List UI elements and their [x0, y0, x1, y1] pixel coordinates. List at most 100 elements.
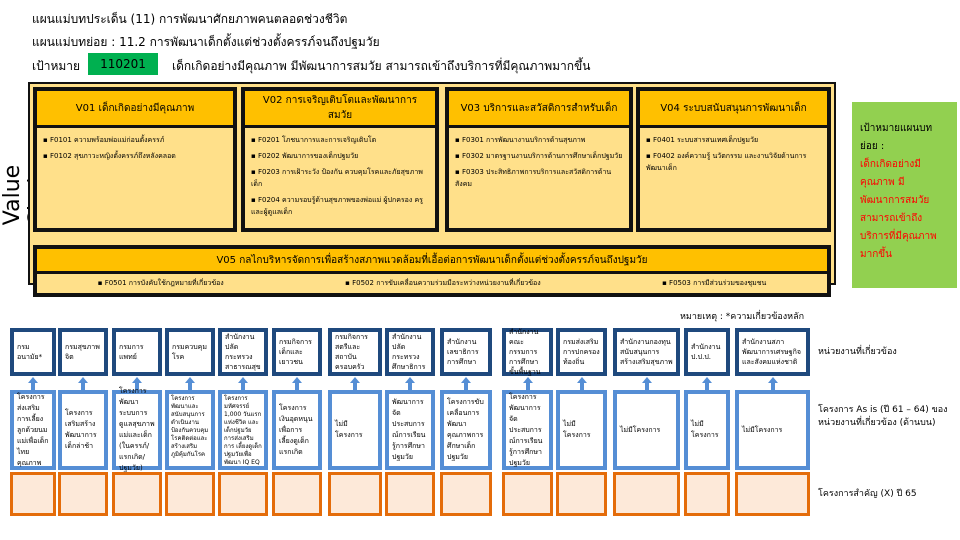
project-name: ไม่มีโครงการ — [335, 420, 363, 439]
arrow-up-icon — [461, 377, 471, 390]
f0402: F0402 องค์ความรู้ นวัตกรรม และงานวิจัยด้… — [646, 150, 821, 174]
project-name: โครงการพัฒนาระบบการดูแลสุขภาพแม่และเด็ก … — [119, 387, 155, 472]
v05-cell: V05 กลไกบริหารจัดการเพื่อสร้างสภาพแวดล้อ… — [33, 245, 831, 297]
subplan-title: แผนแม่บทย่อย : 11.2 การพัฒนาเด็กตั้งแต่ช… — [32, 35, 380, 49]
key-project-box[interactable] — [613, 472, 680, 516]
v01-cell: V01 เด็กเกิดอย่างมีคุณภาพ F0101 ความพร้อ… — [33, 87, 237, 232]
f0201: F0201 โภชนาการและการเจริญเติบโต — [251, 134, 429, 146]
agency-box: กรมสุขภาพจิต — [58, 328, 108, 376]
key-project-box[interactable] — [735, 472, 810, 516]
project-name: โครงการพัฒนาการจัดประสบการณ์การเรียนรู้ก… — [509, 392, 543, 467]
agency-box: สำนักงานเลขาธิการการศึกษา — [440, 328, 492, 376]
key-project-box[interactable] — [556, 472, 607, 516]
v01-title: V01 เด็กเกิดอย่างมีคุณภาพ — [37, 91, 233, 128]
agency-name: สำนักงานปลัดกระทรวงสาธารณสุข — [225, 333, 261, 371]
project-box: โครงการขับเคลื่อนการพัฒนาคุณภาพการศึกษาเ… — [440, 390, 492, 470]
project-name: ไม่มีโครงการ — [742, 425, 783, 434]
key-project-box[interactable] — [328, 472, 382, 516]
agency-name: สำนักงาน ป.ป.ป. — [691, 343, 721, 361]
arrow-up-icon — [576, 377, 587, 390]
key-project-box[interactable] — [112, 472, 162, 516]
project-box: โครงการเงินอุดหนุนเพื่อการเลี้ยงดูเด็กแร… — [272, 390, 322, 470]
f0503: F0503 การมีส่วนร่วมของชุมชน — [662, 278, 766, 289]
agency-name: สำนักงานเลขาธิการการศึกษา — [447, 338, 479, 366]
f0501: F0501 การบังคับใช้กฎหมายที่เกี่ยวข้อง — [98, 278, 224, 289]
agency-box: กรมควบคุมโรค — [165, 328, 215, 376]
project-box: ไม่มีโครงการ — [613, 390, 680, 470]
key-project-box[interactable] — [385, 472, 435, 516]
agency-name: สำนักงานสภาพัฒนาการเศรษฐกิจและสังคมแห่งช… — [742, 338, 801, 366]
arrow-up-icon — [238, 377, 248, 390]
goal-text: เด็กเกิดอย่างมีคุณภาพ มีพัฒนาการสมวัย สา… — [860, 159, 937, 260]
key-project-box[interactable] — [684, 472, 730, 516]
project-name: โครงการเงินอุดหนุนเพื่อการเลี้ยงดูเด็กแร… — [279, 403, 313, 456]
agency-name: สำนักงานคณะกรรมการการศึกษาขั้นพื้นฐาน — [509, 328, 541, 376]
arrow-up-icon — [405, 377, 415, 390]
arrow-up-icon — [132, 377, 142, 390]
arrow-up-icon — [28, 377, 38, 390]
v03-title: V03 บริการและสวัสดิการสำหรับเด็ก — [449, 91, 629, 128]
project-box: ไม่มีโครงการ — [556, 390, 607, 470]
project-box: โครงการส่งเสริมการเลี้ยงลูกด้วยนมแม่เพื่… — [10, 390, 56, 470]
agency-name: กรมการแพทย์ — [119, 343, 144, 361]
v04-title: V04 ระบบสนับสนุนการพัฒนาเด็ก — [640, 91, 827, 128]
agency-box: กรมการแพทย์ — [112, 328, 162, 376]
project-box: โครงการพัฒนาระบบการดูแลสุขภาพแม่และเด็ก … — [112, 387, 162, 472]
v03-cell: V03 บริการและสวัสดิการสำหรับเด็ก F0301 ก… — [445, 87, 633, 232]
goal-label: เป้าหมายแผนบทย่อย : — [860, 123, 933, 152]
arrow-up-icon — [78, 377, 88, 390]
agency-box: สำนักงานสภาพัฒนาการเศรษฐกิจและสังคมแห่งช… — [735, 328, 810, 376]
agency-box: สำนักงานปลัดกระทรวงสาธารณสุข — [218, 328, 268, 376]
key-project-box[interactable] — [218, 472, 268, 516]
key-project-box[interactable] — [502, 472, 553, 516]
f0101: F0101 ความพร้อมพ่อแม่ก่อนตั้งครรภ์ — [43, 134, 227, 146]
key-project-box[interactable] — [165, 472, 215, 516]
f0502: F0502 การขับเคลื่อนความร่วมมือระหว่างหน่… — [345, 278, 541, 289]
project-name: ไม่มีโครงการ — [620, 425, 661, 434]
f0303: F0303 ประสิทธิภาพการบริการและสวัสดิการด้… — [455, 166, 623, 190]
key-project-box[interactable] — [58, 472, 108, 516]
project-name: โครงการเสริมสร้างพัฒนาการเด็กล่าช้า — [65, 409, 97, 450]
agency-box: กรมอนามัย* — [10, 328, 56, 376]
project-box: โครงการพัฒนาการจัดประสบการณ์การเรียนรู้ก… — [502, 390, 553, 470]
target-label: เป้าหมาย — [32, 59, 81, 73]
agency-box: กรมกิจการเด็กและเยาวชน — [272, 328, 322, 376]
arrow-up-icon — [767, 377, 778, 390]
agency-box: สำนักงานคณะกรรมการการศึกษาขั้นพื้นฐาน — [502, 328, 553, 376]
f0102: F0102 สุขภาวะหญิงตั้งครรภ์ถึงหลังคลอด — [43, 150, 227, 162]
subplan-goal-box: เป้าหมายแผนบทย่อย : เด็กเกิดอย่างมีคุณภา… — [852, 102, 957, 288]
agency-name: กรมสุขภาพจิต — [65, 343, 100, 361]
v02-title: V02 การเจริญเติบโตและพัฒนาการสมวัย — [245, 91, 435, 128]
project-name: ไม่มีโครงการ — [563, 420, 591, 439]
key-project-box[interactable] — [10, 472, 56, 516]
arrow-up-icon — [350, 377, 360, 390]
agency-name: กรมกิจการเด็กและเยาวชน — [279, 338, 312, 366]
project-box: โครงการพัฒนาและสนับสนุนการดำเนินงานป้องก… — [165, 390, 215, 470]
agency-box: กรมส่งเสริมการปกครองท้องถิ่น — [556, 328, 607, 376]
project-box: โครงการเสริมสร้างพัฒนาการเด็กล่าช้า — [58, 390, 108, 470]
v02-cell: V02 การเจริญเติบโตและพัฒนาการสมวัย F0201… — [241, 87, 439, 232]
project-box: ไม่มีโครงการ — [684, 390, 730, 470]
key-project-box[interactable] — [440, 472, 492, 516]
arrow-up-icon — [185, 377, 195, 390]
agency-box: กรมกิจการสตรีและสถาบันครอบครัว — [328, 328, 382, 376]
plan-title: แผนแม่บทประเด็น (11) การพัฒนาศักยภาพคนตล… — [32, 12, 348, 26]
project-name: พัฒนาการจัดประสบการณ์การเรียนรู้การศึกษา… — [392, 398, 426, 461]
f0302: F0302 มาตรฐานงานบริการด้านการศึกษาเด็กปฐ… — [455, 150, 623, 162]
project-name: ไม่มีโครงการ — [691, 420, 719, 439]
f0401: F0401 ระบบสารสนเทศเด็กปฐมวัย — [646, 134, 821, 146]
agency-box: สำนักงาน ป.ป.ป. — [684, 328, 730, 376]
project-name: โครงการส่งเสริมการเลี้ยงลูกด้วยนมแม่เพื่… — [17, 392, 49, 467]
project-box: พัฒนาการจัดประสบการณ์การเรียนรู้การศึกษา… — [385, 390, 435, 470]
agency-name: กรมส่งเสริมการปกครองท้องถิ่น — [563, 338, 600, 366]
target-code-badge: 110201 — [88, 53, 158, 75]
v04-cell: V04 ระบบสนับสนุนการพัฒนาเด็ก F0401 ระบบส… — [636, 87, 831, 232]
f0204: F0204 ความรอบรู้ด้านสุขภาพของพ่อแม่ ผู้ป… — [251, 194, 429, 218]
note: หมายเหตุ : *ความเกี่ยวข้องหลัก — [680, 312, 805, 322]
arrow-up-icon — [522, 377, 533, 390]
key-project-box[interactable] — [272, 472, 322, 516]
f0203: F0203 การเฝ้าระวัง ป้องกัน ควบคุมโรคและภ… — [251, 166, 429, 190]
agency-name: สำนักงานปลัดกระทรวงศึกษาธิการ — [392, 333, 426, 371]
agencies-label: หน่วยงานที่เกี่ยวข้อง — [818, 347, 897, 357]
agency-name: กรมกิจการสตรีและสถาบันครอบครัว — [335, 333, 368, 371]
